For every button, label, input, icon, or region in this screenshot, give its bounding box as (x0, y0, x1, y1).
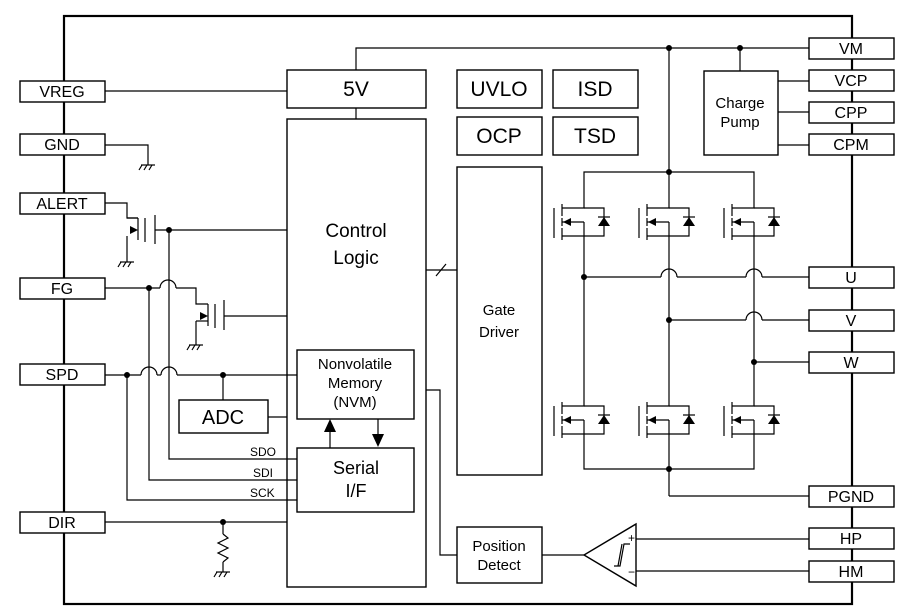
pin-hm: HM (808, 560, 895, 583)
pin-pgnd-label: PGND (828, 489, 874, 506)
pin-vreg: VREG (19, 80, 106, 103)
block-ocp: OCP (456, 116, 543, 156)
pin-u: U (808, 266, 895, 289)
block-isd: ISD (552, 69, 639, 109)
comparator-minus-label: − (628, 565, 635, 579)
block-ocp-label: OCP (476, 125, 522, 148)
block-tsd: TSD (552, 116, 639, 156)
pin-fg-label: FG (51, 281, 73, 298)
nvm-label-line3: (NVM) (333, 394, 376, 411)
pin-hm-label: HM (839, 564, 864, 581)
block-adc-label: ADC (202, 407, 244, 429)
block-uvlo: UVLO (456, 69, 543, 109)
hall-comparator: + − (582, 522, 637, 588)
high-side-mosfet-v (638, 189, 696, 255)
serial-if-label-line2: I/F (346, 481, 367, 501)
pin-vcp-label: VCP (835, 73, 868, 90)
pin-gnd: GND (19, 133, 106, 156)
pin-vm: VM (808, 37, 895, 60)
block-serial-if: Serial I/F (296, 447, 415, 513)
pin-alert-label: ALERT (36, 196, 88, 213)
control-logic-label-line1: Control (325, 221, 386, 242)
block-5v: 5V (286, 69, 427, 109)
block-5v-label: 5V (343, 78, 369, 101)
charge-pump-label-line1: Charge (715, 95, 764, 112)
pin-pgnd: PGND (808, 485, 895, 508)
pin-v-label: V (846, 313, 857, 330)
block-gate-driver: Gate Driver (456, 166, 543, 476)
pin-vreg-label: VREG (39, 84, 84, 101)
block-uvlo-label: UVLO (470, 78, 527, 101)
charge-pump-label-line2: Pump (720, 114, 759, 131)
block-tsd-label: TSD (574, 125, 616, 148)
signal-sdo-label: SDO (250, 445, 276, 459)
low-side-mosfet-v (638, 387, 696, 453)
high-side-mosfet-w (723, 189, 781, 255)
block-position-detect: Position Detect (456, 526, 543, 584)
low-side-mosfet-u (553, 387, 611, 453)
low-side-mosfet-w (723, 387, 781, 453)
pin-hp: HP (808, 527, 895, 550)
pin-w-label: W (843, 355, 859, 372)
pin-hp-label: HP (840, 531, 862, 548)
gate-driver-label-line2: Driver (479, 324, 519, 341)
power-wiring (355, 45, 809, 572)
pin-v: V (808, 309, 895, 332)
pin-cpm-label: CPM (833, 137, 869, 154)
gate-driver-label-line1: Gate (483, 302, 516, 319)
block-nvm: Nonvolatile Memory (NVM) (296, 349, 415, 420)
pin-vcp: VCP (808, 69, 895, 92)
pin-u-label: U (845, 270, 857, 287)
nvm-label-line1: Nonvolatile (318, 356, 392, 373)
control-logic-label-line2: Logic (333, 248, 378, 269)
signal-sck-label: SCK (250, 486, 275, 500)
serial-if-label-line1: Serial (333, 458, 379, 478)
pin-cpp: CPP (808, 101, 895, 124)
pin-fg: FG (19, 277, 106, 300)
position-detect-label-line1: Position (472, 538, 525, 555)
pin-cpm: CPM (808, 133, 895, 156)
pin-alert: ALERT (19, 192, 106, 215)
block-isd-label: ISD (577, 78, 612, 101)
pin-w: W (808, 351, 895, 374)
position-detect-label-line2: Detect (477, 557, 521, 574)
block-adc: ADC (178, 399, 269, 434)
left-wiring (105, 90, 384, 578)
pin-cpp-label: CPP (835, 105, 868, 122)
pin-dir: DIR (19, 511, 106, 534)
pin-dir-label: DIR (48, 515, 76, 532)
comparator-plus-label: + (628, 531, 635, 545)
pin-gnd-label: GND (44, 137, 80, 154)
signal-sdi-label: SDI (253, 466, 273, 480)
nvm-label-line2: Memory (328, 375, 383, 392)
pin-vm-label: VM (839, 41, 863, 58)
pin-spd-label: SPD (46, 367, 79, 384)
block-charge-pump: Charge Pump (703, 70, 779, 156)
pin-spd: SPD (19, 363, 106, 386)
high-side-mosfet-u (553, 189, 611, 255)
